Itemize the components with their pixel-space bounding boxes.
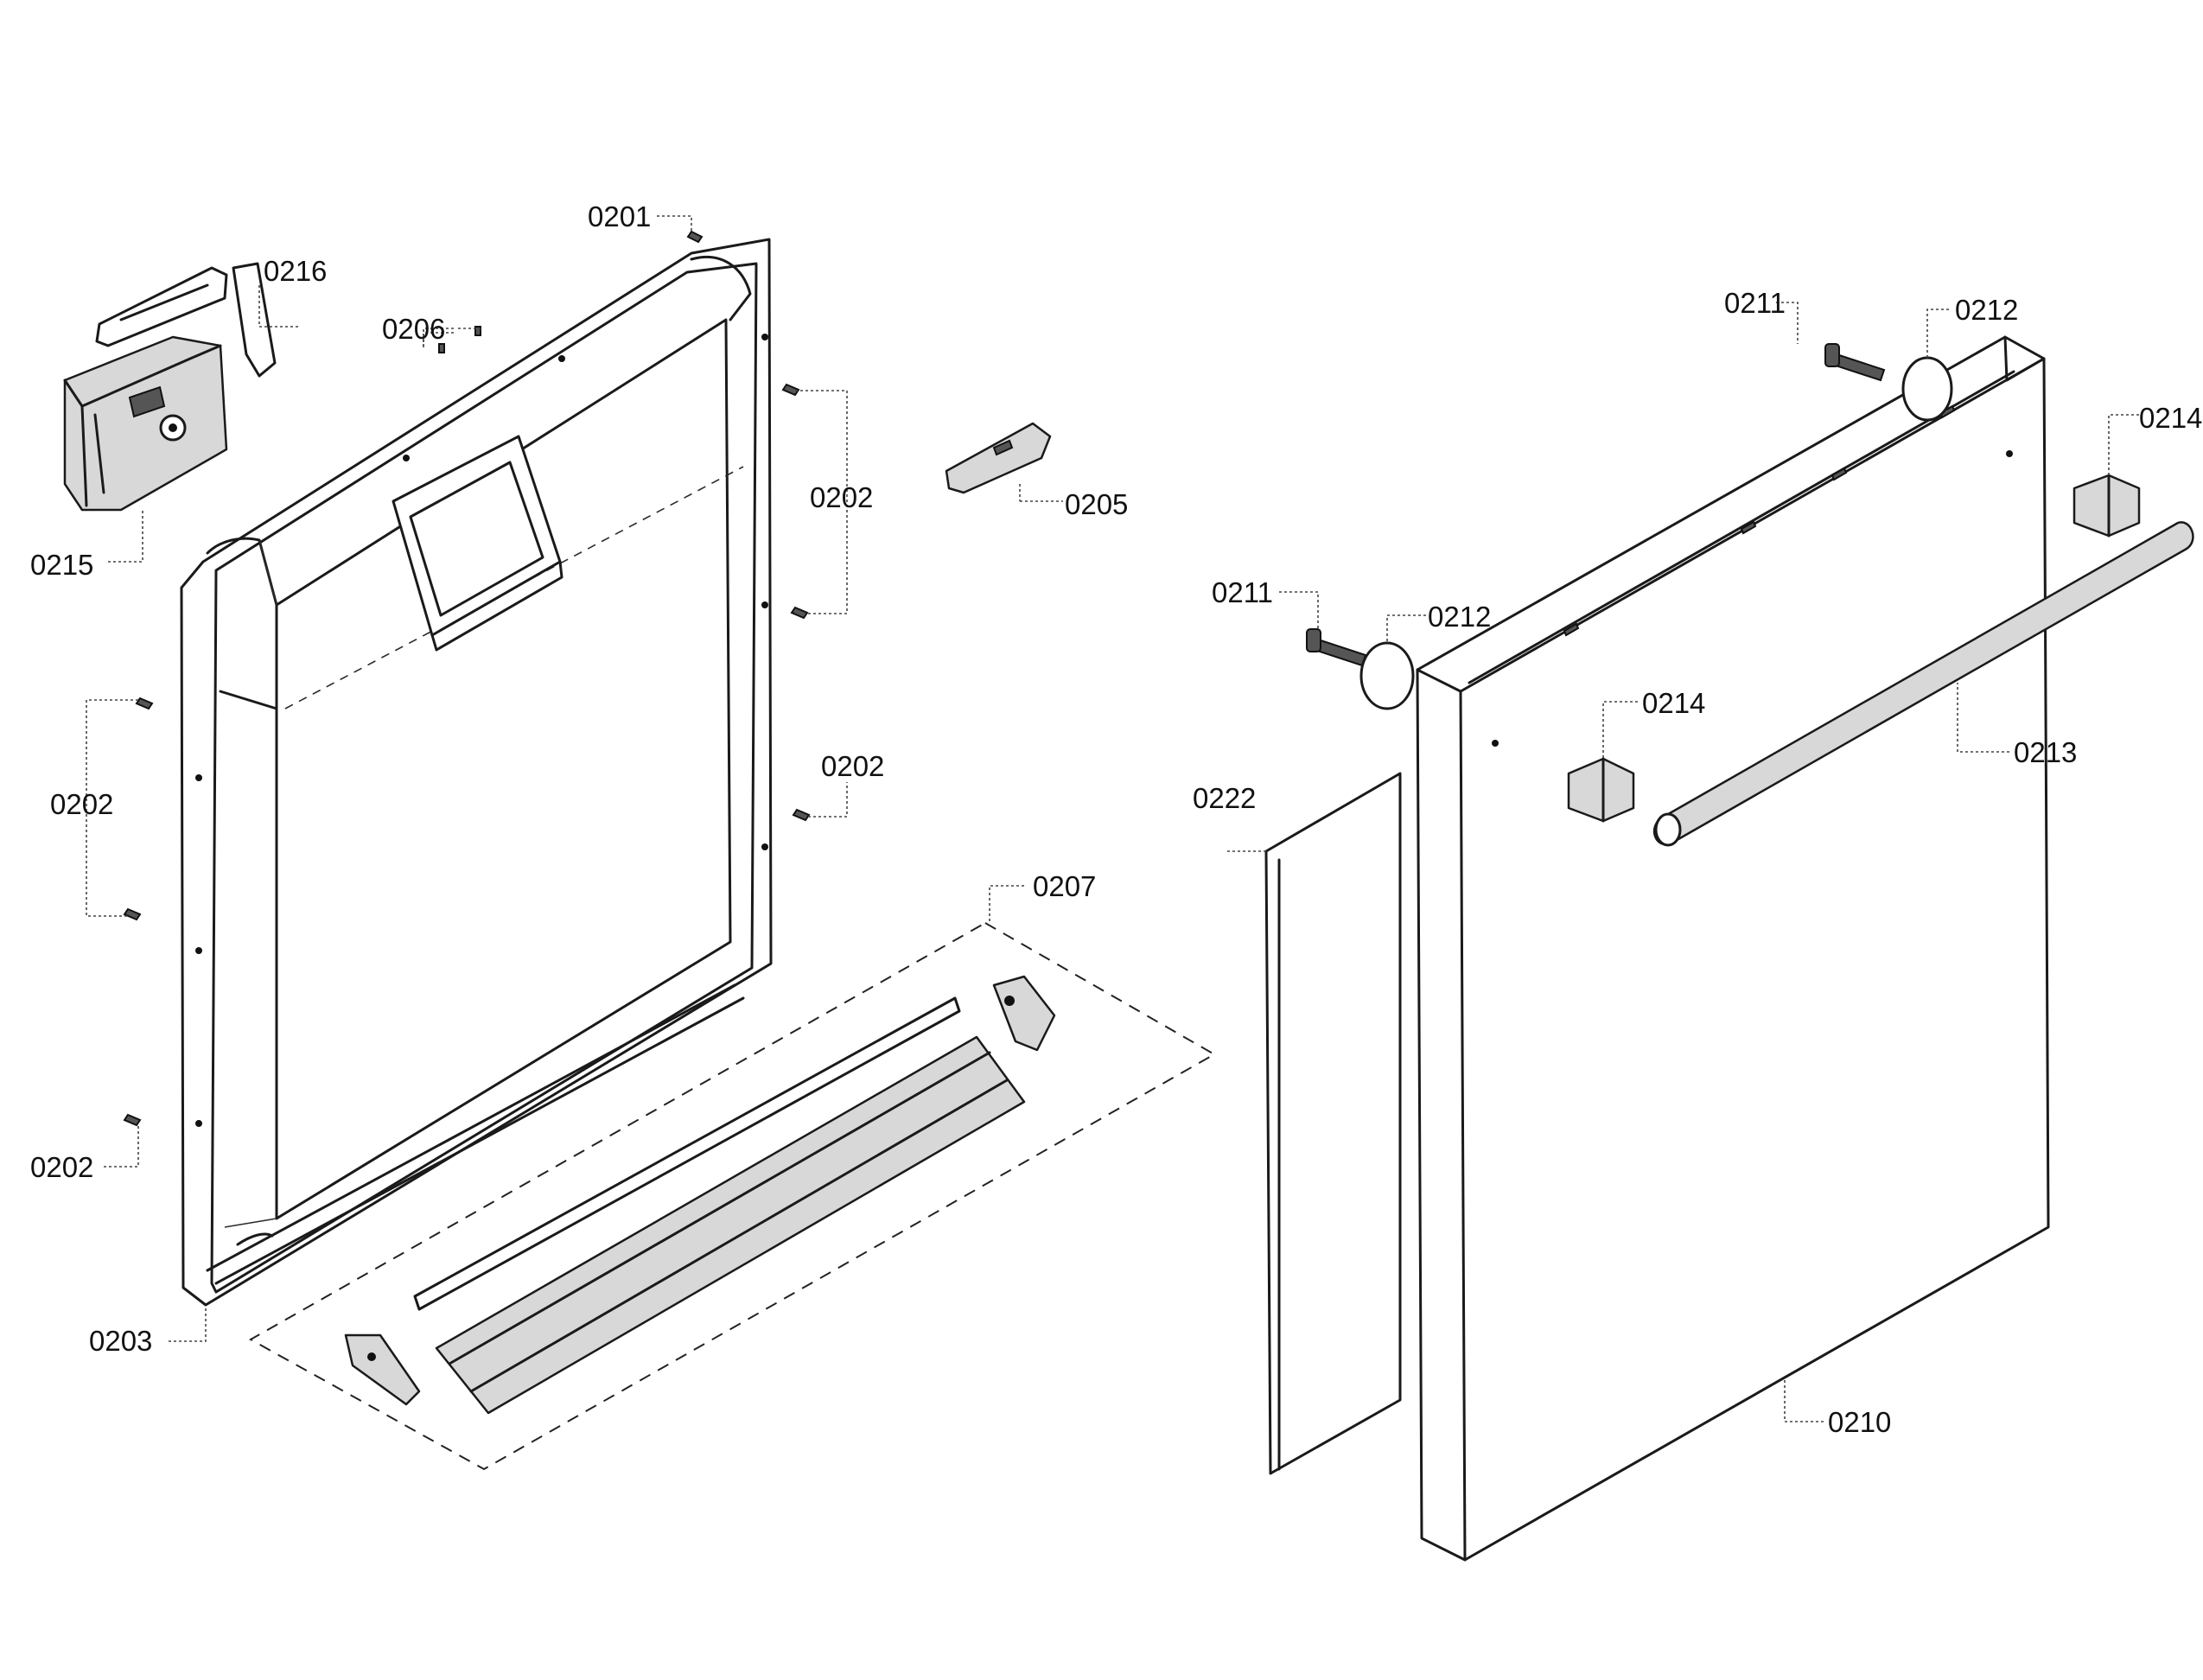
callout-0202-right-lower: 0202: [821, 750, 884, 782]
callout-0213: 0213: [2014, 736, 2077, 768]
callout-0214-right: 0214: [2139, 402, 2202, 434]
bottom-seal-kit: [248, 921, 1217, 1471]
callout-0210: 0210: [1828, 1406, 1891, 1438]
handle-end-cap-right: [2072, 474, 2141, 538]
callout-labels: 0201 0216 0206 0215 0202 0205 0202 0202 …: [30, 200, 2202, 1438]
callout-0201: 0201: [588, 200, 651, 232]
callout-0212-upper: 0212: [1955, 294, 2018, 326]
washer-upper: [1901, 356, 1953, 422]
screws-left-group: [123, 230, 811, 1127]
handle-end-cap-left: [1567, 757, 1635, 823]
side-insulation-panel: [1264, 772, 1402, 1475]
dispenser-opening: [392, 435, 563, 652]
hinge-clip: [945, 422, 1052, 494]
callout-0222: 0222: [1193, 782, 1256, 814]
callout-0211-lower: 0211: [1212, 576, 1273, 608]
frame-rivets: [195, 334, 768, 1127]
callout-0202-right-upper: 0202: [810, 481, 873, 513]
callout-0205: 0205: [1065, 488, 1128, 520]
callout-0202-bottom-left: 0202: [30, 1151, 93, 1183]
callout-0202-left: 0202: [50, 788, 113, 820]
dispenser-assembly: [63, 335, 228, 512]
callout-0212-lower: 0212: [1428, 601, 1491, 633]
door-handle: [1653, 521, 2194, 847]
callout-0215: 0215: [30, 549, 93, 581]
callout-0206: 0206: [382, 313, 445, 345]
callout-0203: 0203: [89, 1325, 152, 1357]
handle-screw-lower: [1306, 628, 1367, 667]
callout-0216: 0216: [264, 255, 327, 287]
inner-door-frame: [180, 238, 773, 1307]
callout-0214-left: 0214: [1642, 687, 1705, 719]
top-edge-slots: [1563, 404, 1956, 637]
handle-screw-upper: [1824, 343, 1886, 382]
washer-lower: [1359, 641, 1415, 710]
dispenser-cover: [95, 262, 277, 378]
outer-door-panel: [1416, 335, 2050, 1562]
leader-lines: [86, 215, 2139, 1422]
callout-0207: 0207: [1033, 870, 1096, 902]
callout-0211-upper: 0211: [1724, 287, 1786, 319]
